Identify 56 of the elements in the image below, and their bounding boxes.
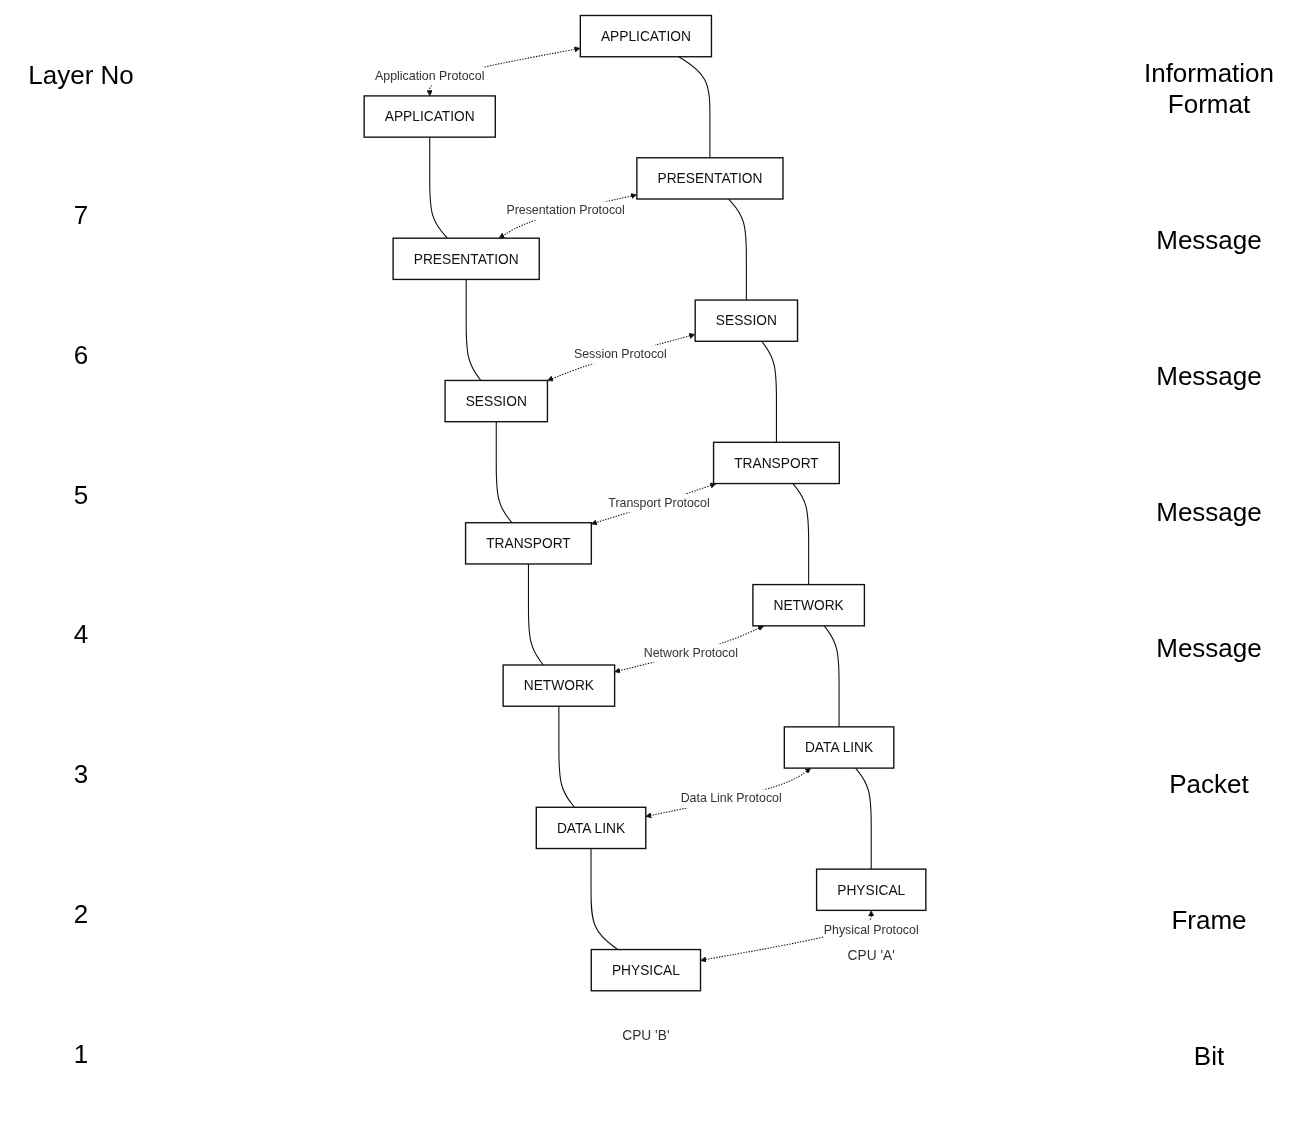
node-box: DATA LINK xyxy=(783,726,895,769)
layer-number: 2 xyxy=(72,898,90,930)
node-box: PHYSICAL xyxy=(590,948,702,992)
connector xyxy=(558,705,576,808)
format-label: Message xyxy=(1155,361,1263,393)
column-heading: Layer No xyxy=(27,60,135,92)
node-box: PRESENTATION xyxy=(636,157,784,200)
layer-number: 6 xyxy=(72,339,90,371)
node-caption: CPU 'A' xyxy=(847,947,895,963)
connector xyxy=(527,563,544,666)
connector xyxy=(678,56,711,159)
node-box: PHYSICAL xyxy=(815,868,927,912)
format-label: Packet xyxy=(1168,768,1250,800)
node-box: SESSION xyxy=(694,299,799,342)
edge-label: Physical Protocol xyxy=(823,922,919,937)
arrow xyxy=(591,482,717,526)
layer-number: 5 xyxy=(72,479,90,511)
edge-label: Data Link Protocol xyxy=(680,791,782,806)
node-caption: CPU 'B' xyxy=(622,1028,670,1044)
connector xyxy=(792,483,810,586)
format-label: Message xyxy=(1155,225,1263,257)
format-label: Bit xyxy=(1192,1040,1226,1072)
connector xyxy=(761,340,777,443)
connector xyxy=(495,421,513,524)
node-box: NETWORK xyxy=(752,583,866,627)
format-label: Message xyxy=(1155,497,1263,529)
arrow xyxy=(547,333,696,382)
layer-number: 4 xyxy=(72,619,90,651)
node-box: PRESENTATION xyxy=(392,237,540,281)
node-box: APPLICATION xyxy=(363,95,496,138)
edge-label: Presentation Protocol xyxy=(506,203,625,218)
connector xyxy=(823,625,840,728)
connector xyxy=(728,198,747,301)
connector xyxy=(465,278,482,381)
edge-label: Application Protocol xyxy=(375,69,485,83)
format-label: Message xyxy=(1155,632,1263,664)
node-box: SESSION xyxy=(444,379,549,423)
arrow xyxy=(645,768,811,819)
layer-number: 7 xyxy=(72,200,90,232)
edge-label: Session Protocol xyxy=(573,347,667,362)
node-box: DATA LINK xyxy=(535,806,647,850)
node-box: TRANSPORT xyxy=(464,522,593,565)
layer-number: 1 xyxy=(72,1038,90,1070)
edge-label: Network Protocol xyxy=(643,645,738,660)
arrow xyxy=(498,193,637,239)
arrow xyxy=(614,625,765,674)
format-label: Frame xyxy=(1170,904,1248,936)
column-heading: Information Format xyxy=(1142,58,1276,121)
connector xyxy=(855,767,872,870)
node-box: NETWORK xyxy=(502,664,616,707)
node-box: TRANSPORT xyxy=(712,441,840,485)
edge-label: Transport Protocol xyxy=(608,495,710,510)
layer-number: 3 xyxy=(72,759,90,791)
node-box: APPLICATION xyxy=(579,14,713,58)
connector xyxy=(590,847,619,951)
connector xyxy=(429,136,449,239)
